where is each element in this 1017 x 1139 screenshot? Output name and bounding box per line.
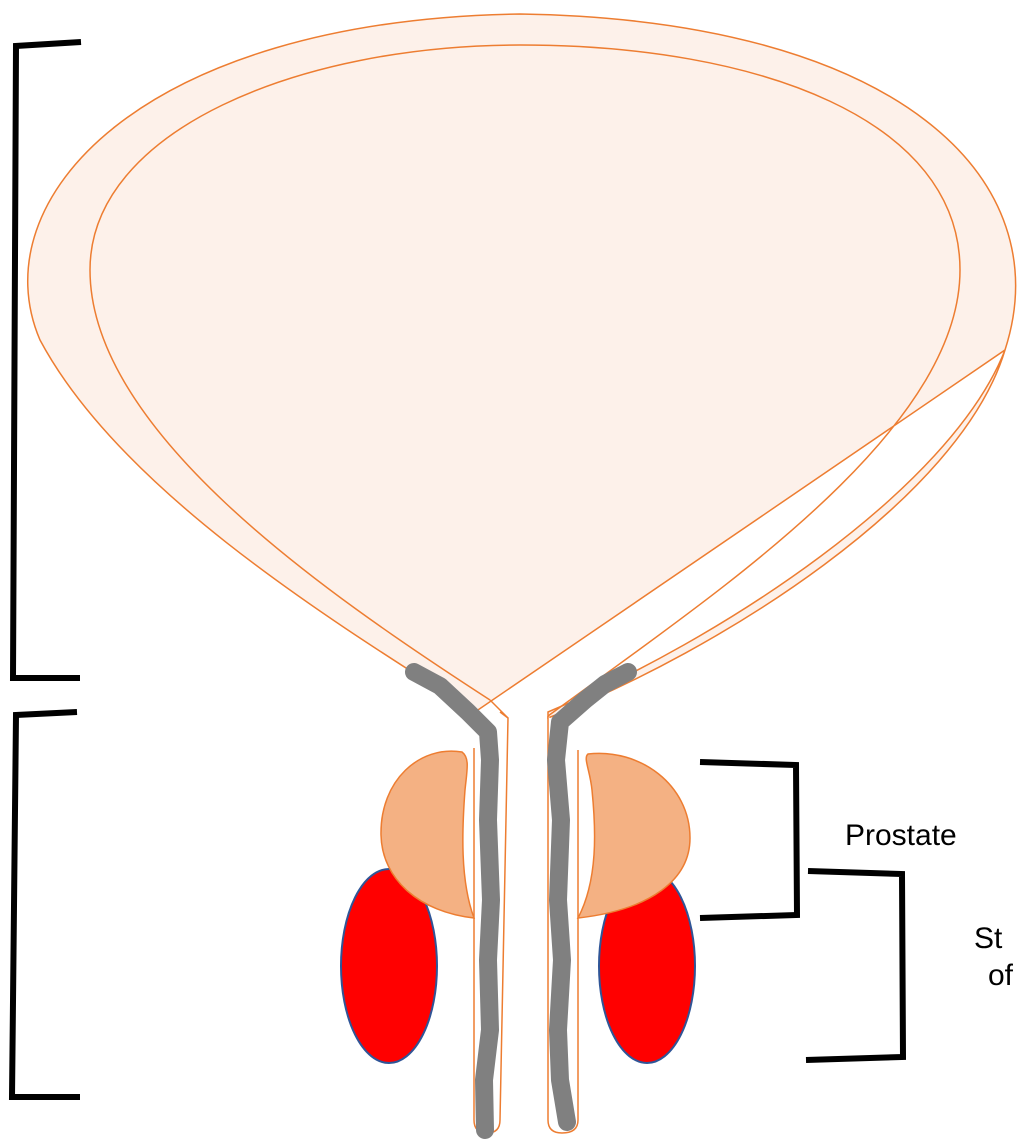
bracket-sphincter [806, 871, 903, 1060]
bladder-wall [28, 14, 1016, 718]
partial-label-line2: of [988, 959, 1014, 992]
bracket-lower [12, 712, 80, 1097]
bracket-prostate [700, 762, 797, 918]
partial-label-line1: St [974, 922, 1003, 955]
prostate-label: Prostate [845, 819, 957, 852]
